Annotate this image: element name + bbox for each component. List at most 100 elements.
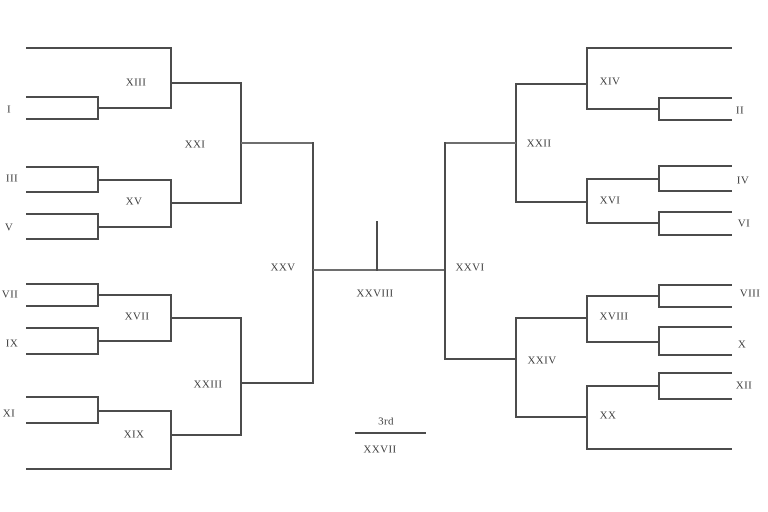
line-i-bottom <box>26 118 98 120</box>
line-xiii-vert <box>170 47 172 109</box>
line-xx-vert <box>586 385 588 450</box>
line-ix-bottom <box>26 353 98 355</box>
line-xii-out <box>587 385 659 387</box>
line-ii-top <box>659 97 732 99</box>
line-x-vert <box>658 326 660 356</box>
line-xxiii-out <box>241 382 313 384</box>
line-v-out <box>98 226 171 228</box>
line-x-bottom <box>659 354 732 356</box>
line-vi-top <box>659 211 732 213</box>
match-label-xxvii: XXVII <box>363 443 397 456</box>
line-ix-top <box>26 327 98 329</box>
line-iii-bottom <box>26 191 98 193</box>
match-label-xxii: XXII <box>526 137 552 150</box>
line-xix-out <box>171 434 241 436</box>
line-xxiv-vert <box>515 317 517 418</box>
line-xiv-vert <box>586 47 588 110</box>
line-xxvi-vert <box>444 142 446 360</box>
line-x-top <box>659 326 732 328</box>
line-xxi-out <box>241 141 313 145</box>
line-i-out <box>98 107 171 109</box>
match-label-xiii: XIII <box>125 76 147 89</box>
line-iv-out <box>587 178 659 180</box>
line-viii-out <box>587 295 659 297</box>
line-xiii-out <box>171 82 241 84</box>
line-vii-top <box>26 283 98 285</box>
line-ix-out <box>98 340 171 342</box>
line-vi-vert <box>658 211 660 236</box>
line-i-top <box>26 96 98 98</box>
match-label-xx: XX <box>599 409 617 422</box>
line-viii-top <box>659 284 732 286</box>
match-label-xv: XV <box>125 195 143 208</box>
match-label-xxiii: XXIII <box>193 378 223 391</box>
seed-label-ii: II <box>735 104 745 117</box>
line-bye-bottom-right <box>587 448 732 450</box>
seed-label-i: I <box>6 103 12 116</box>
seed-label-vii: VII <box>1 288 19 301</box>
line-xvi-vert <box>586 178 588 224</box>
line-xi-vert <box>97 396 99 424</box>
seed-label-xii: XII <box>735 379 753 392</box>
line-vii-out <box>98 294 171 296</box>
line-ii-out <box>587 108 659 110</box>
line-xxv-vert <box>312 142 314 384</box>
line-iv-vert <box>658 165 660 192</box>
line-xviii-out <box>516 317 587 319</box>
third-place-label: 3rd <box>378 415 394 428</box>
line-xii-top <box>659 372 732 374</box>
seed-label-ix: IX <box>5 337 19 350</box>
seed-label-vi: VI <box>737 217 751 230</box>
line-x-out <box>587 341 659 343</box>
line-xxii-vert <box>515 83 517 203</box>
line-viii-vert <box>658 284 660 308</box>
match-label-xxv: XXV <box>270 261 296 274</box>
line-v-top <box>26 213 98 215</box>
line-xii-bottom <box>659 398 732 400</box>
seed-label-iii: III <box>5 172 19 185</box>
line-xviii-vert <box>586 295 588 343</box>
match-label-xxvi: XXVI <box>455 261 485 274</box>
line-bye-top-left <box>26 47 171 49</box>
line-vii-bottom <box>26 305 98 307</box>
line-iv-bottom <box>659 190 732 192</box>
line-xvii-out <box>171 317 241 319</box>
line-xxii-out <box>445 141 516 145</box>
seed-label-x: X <box>737 338 747 351</box>
seed-label-iv: IV <box>736 174 750 187</box>
line-vi-out <box>587 222 659 224</box>
line-third-place <box>355 432 426 434</box>
match-label-xviii: XVIII <box>599 310 629 323</box>
line-iii-out <box>98 179 171 181</box>
line-iv-top <box>659 165 732 167</box>
seed-label-xi: XI <box>2 407 16 420</box>
line-champion-stub <box>376 221 378 271</box>
match-label-xvii: XVII <box>124 310 150 323</box>
line-xv-out <box>171 202 241 204</box>
line-xiv-out <box>516 83 587 85</box>
line-ii-bottom <box>659 119 732 121</box>
line-xx-out <box>516 416 587 418</box>
line-vi-bottom <box>659 234 732 236</box>
line-viii-bottom <box>659 306 732 308</box>
line-final <box>313 268 445 272</box>
seed-label-v: V <box>4 221 14 234</box>
match-label-xxiv: XXIV <box>527 354 557 367</box>
line-xix-vert <box>170 410 172 470</box>
line-xxiv-out <box>445 358 516 360</box>
line-xvi-out <box>516 201 587 203</box>
line-bye-bottom-left <box>26 468 171 470</box>
line-bye-top-right <box>587 47 732 49</box>
match-label-xxviii: XXVIII <box>356 287 394 300</box>
line-v-bottom <box>26 238 98 240</box>
match-label-xvi: XVI <box>599 194 621 207</box>
match-label-xix: XIX <box>123 428 145 441</box>
line-iii-top <box>26 166 98 168</box>
line-xi-top <box>26 396 98 398</box>
match-label-xiv: XIV <box>599 75 621 88</box>
seed-label-viii: VIII <box>739 287 761 300</box>
line-ii-vert <box>658 97 660 121</box>
match-label-xxi: XXI <box>184 138 206 151</box>
